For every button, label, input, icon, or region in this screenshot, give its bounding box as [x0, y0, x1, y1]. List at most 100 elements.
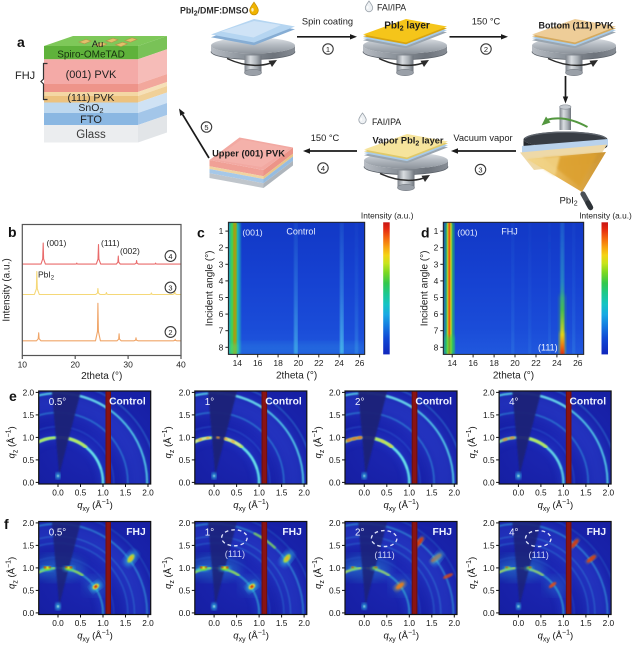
- svg-text:f: f: [4, 516, 9, 532]
- svg-text:1.5: 1.5: [329, 540, 341, 550]
- svg-text:7: 7: [434, 326, 439, 336]
- svg-text:1.0: 1.0: [483, 563, 495, 573]
- svg-text:0.0: 0.0: [359, 488, 371, 498]
- svg-text:b: b: [8, 224, 17, 240]
- svg-text:3: 3: [478, 165, 482, 174]
- svg-text:0.5°: 0.5°: [49, 528, 67, 539]
- svg-text:6: 6: [219, 309, 224, 319]
- svg-text:20: 20: [510, 358, 520, 368]
- svg-text:1.5: 1.5: [120, 618, 132, 628]
- svg-text:6: 6: [434, 309, 439, 319]
- svg-text:0.0: 0.0: [513, 488, 525, 498]
- svg-text:0.0: 0.0: [329, 477, 341, 487]
- svg-text:(111): (111): [529, 550, 549, 560]
- svg-text:1.5: 1.5: [580, 618, 592, 628]
- svg-text:qz (Å−1): qz (Å−1): [6, 557, 20, 589]
- svg-text:FHJ: FHJ: [282, 527, 302, 538]
- svg-text:26: 26: [355, 358, 365, 368]
- svg-text:1.0: 1.0: [179, 563, 191, 573]
- svg-text:qxy (Å−1): qxy (Å−1): [233, 499, 269, 513]
- svg-text:Control: Control: [569, 397, 606, 408]
- svg-text:qxy (Å−1): qxy (Å−1): [77, 630, 113, 644]
- svg-text:22: 22: [531, 358, 541, 368]
- svg-text:Au: Au: [92, 39, 104, 50]
- svg-text:1: 1: [326, 45, 330, 54]
- svg-text:PbI2 layer: PbI2 layer: [384, 21, 430, 33]
- svg-text:0.5: 0.5: [483, 455, 495, 465]
- svg-text:FTO: FTO: [80, 114, 102, 126]
- svg-text:150 °C: 150 °C: [472, 17, 501, 27]
- svg-text:SnO2: SnO2: [78, 102, 103, 115]
- svg-text:qz (Å−1): qz (Å−1): [162, 426, 176, 458]
- svg-text:40: 40: [176, 360, 186, 370]
- svg-text:2.0: 2.0: [179, 387, 191, 397]
- svg-text:FHJ: FHJ: [15, 70, 35, 82]
- svg-text:a: a: [17, 34, 25, 50]
- svg-text:(111): (111): [101, 238, 120, 248]
- svg-text:2.0: 2.0: [142, 488, 154, 498]
- svg-text:0.0: 0.0: [23, 477, 35, 487]
- svg-text:0.5: 0.5: [23, 455, 35, 465]
- svg-text:1.5: 1.5: [276, 618, 288, 628]
- svg-text:22: 22: [314, 358, 324, 368]
- svg-text:1.0: 1.0: [97, 618, 109, 628]
- svg-text:1.5: 1.5: [23, 410, 35, 420]
- svg-text:1.5: 1.5: [483, 410, 495, 420]
- svg-text:Bottom (111) PVK: Bottom (111) PVK: [538, 21, 614, 31]
- svg-text:qxy (Å−1): qxy (Å−1): [233, 630, 269, 644]
- svg-text:0.5: 0.5: [535, 488, 547, 498]
- svg-text:1.5: 1.5: [179, 540, 191, 550]
- svg-text:150 °C: 150 °C: [311, 133, 340, 143]
- svg-text:4°: 4°: [509, 528, 518, 539]
- svg-text:(002): (002): [120, 246, 140, 256]
- svg-text:Vapor PbI2 layer: Vapor PbI2 layer: [372, 136, 443, 148]
- svg-text:0.5: 0.5: [179, 585, 191, 595]
- svg-text:Vacuum vapor: Vacuum vapor: [453, 133, 512, 143]
- svg-text:(001) PVK: (001) PVK: [66, 69, 117, 81]
- svg-text:1.5: 1.5: [426, 488, 438, 498]
- svg-text:(111): (111): [225, 549, 245, 559]
- svg-text:18: 18: [273, 358, 283, 368]
- svg-text:0.0: 0.0: [513, 618, 525, 628]
- svg-text:Intensity (a.u.): Intensity (a.u.): [2, 258, 13, 321]
- svg-text:qz (Å−1): qz (Å−1): [312, 426, 326, 458]
- svg-text:0.5: 0.5: [535, 618, 547, 628]
- svg-text:0.0: 0.0: [359, 618, 371, 628]
- svg-text:1.0: 1.0: [404, 488, 416, 498]
- svg-text:0.0: 0.0: [179, 477, 191, 487]
- svg-text:0.5°: 0.5°: [49, 397, 67, 408]
- svg-text:16: 16: [468, 358, 478, 368]
- svg-text:5: 5: [434, 293, 439, 303]
- svg-text:(111) PVK: (111) PVK: [68, 92, 115, 104]
- svg-text:2: 2: [434, 243, 439, 253]
- svg-text:0.0: 0.0: [52, 488, 64, 498]
- svg-text:1°: 1°: [205, 397, 214, 408]
- svg-text:qxy (Å−1): qxy (Å−1): [384, 499, 420, 513]
- svg-text:2°: 2°: [355, 397, 364, 408]
- svg-text:1.5: 1.5: [179, 410, 191, 420]
- svg-text:8: 8: [434, 342, 439, 352]
- svg-text:0.5: 0.5: [231, 488, 243, 498]
- svg-text:0.5: 0.5: [179, 455, 191, 465]
- svg-text:Control: Control: [265, 397, 302, 408]
- svg-text:0.0: 0.0: [208, 488, 220, 498]
- svg-text:0.0: 0.0: [179, 608, 191, 618]
- svg-text:0.5: 0.5: [329, 455, 341, 465]
- svg-text:2theta (°): 2theta (°): [276, 371, 317, 382]
- svg-text:FAI/IPA: FAI/IPA: [377, 3, 406, 13]
- svg-text:e: e: [9, 388, 17, 404]
- svg-text:(001): (001): [242, 228, 262, 238]
- svg-text:qxy (Å−1): qxy (Å−1): [538, 630, 574, 644]
- svg-text:2°: 2°: [355, 528, 364, 539]
- svg-text:Control: Control: [286, 227, 315, 237]
- svg-text:qxy (Å−1): qxy (Å−1): [77, 499, 113, 513]
- svg-text:30: 30: [123, 360, 133, 370]
- svg-text:4: 4: [219, 276, 224, 286]
- svg-text:2.0: 2.0: [142, 618, 154, 628]
- svg-text:14: 14: [447, 358, 457, 368]
- svg-text:qz (Å−1): qz (Å−1): [162, 557, 176, 589]
- svg-text:1.5: 1.5: [483, 540, 495, 550]
- svg-text:Incident angle (°): Incident angle (°): [419, 250, 430, 326]
- svg-text:18: 18: [489, 358, 499, 368]
- svg-text:0.5: 0.5: [75, 618, 87, 628]
